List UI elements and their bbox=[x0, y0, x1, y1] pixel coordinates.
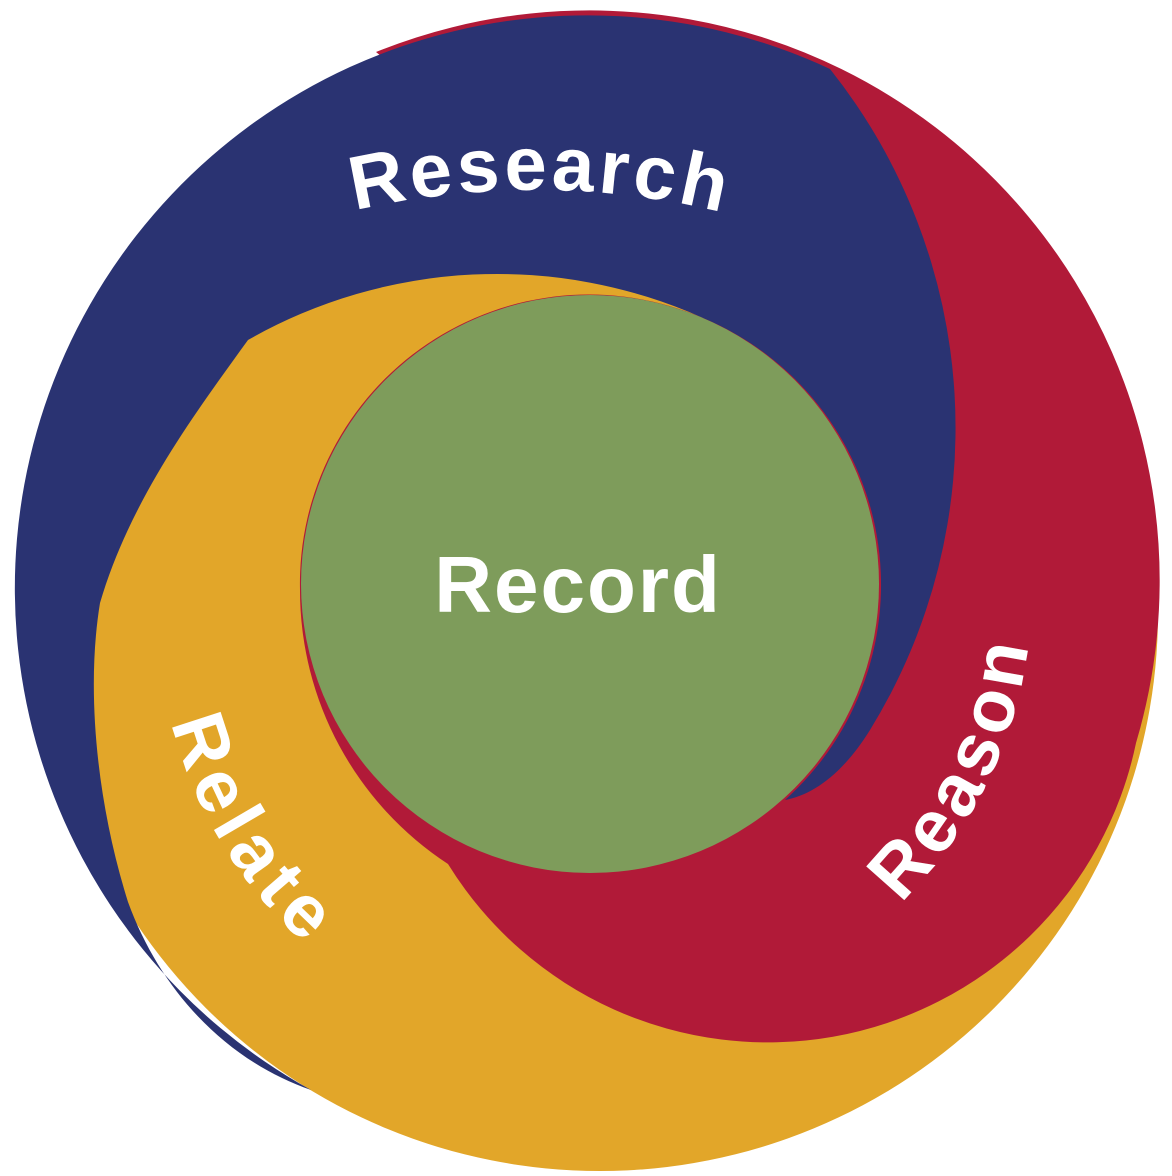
record-label: Record bbox=[434, 540, 722, 629]
record-center-circle bbox=[301, 295, 879, 873]
research-ring-segment bbox=[14, 15, 956, 1091]
